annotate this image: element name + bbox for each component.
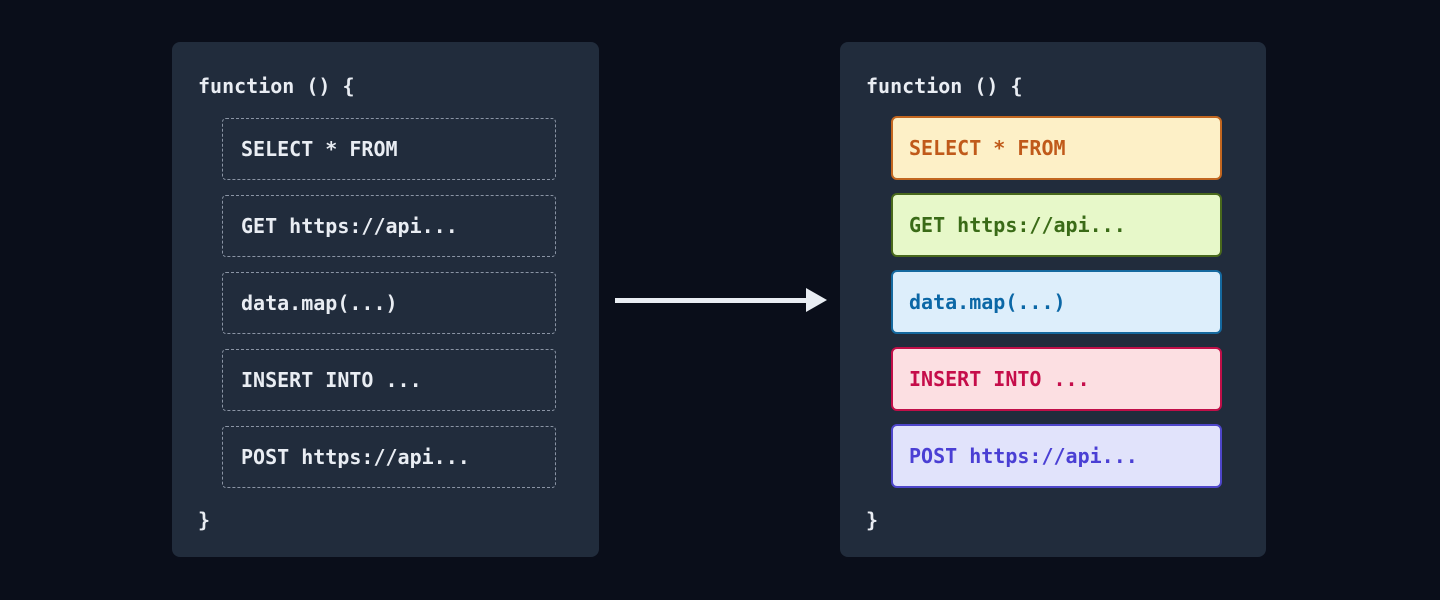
highlighted-code-panel: function () { SELECT * FROM GET https://…: [840, 42, 1266, 557]
function-header: function () {: [198, 74, 355, 98]
code-text: POST https://api...: [241, 445, 470, 469]
code-text: data.map(...): [241, 291, 398, 315]
plain-code-block-data-map: data.map(...): [222, 272, 556, 334]
code-text: SELECT * FROM: [241, 137, 398, 161]
plain-code-panel: function () { SELECT * FROM GET https://…: [172, 42, 599, 557]
plain-code-block-http-get: GET https://api...: [222, 195, 556, 257]
code-text: INSERT INTO ...: [241, 368, 422, 392]
code-text: SELECT * FROM: [909, 136, 1066, 160]
code-text: GET https://api...: [909, 213, 1126, 237]
highlighted-code-block-data-map: data.map(...): [891, 270, 1222, 334]
plain-code-block-http-post: POST https://api...: [222, 426, 556, 488]
highlighted-code-block-sql-select: SELECT * FROM: [891, 116, 1222, 180]
transform-arrow-line: [615, 298, 807, 303]
function-closing-brace: }: [198, 508, 211, 532]
code-text: POST https://api...: [909, 444, 1138, 468]
plain-code-block-sql-insert: INSERT INTO ...: [222, 349, 556, 411]
code-text: data.map(...): [909, 290, 1066, 314]
highlighted-code-block-http-get: GET https://api...: [891, 193, 1222, 257]
function-closing-brace: }: [866, 508, 879, 532]
function-header: function () {: [866, 74, 1023, 98]
transform-arrow-head-icon: [806, 288, 827, 312]
code-text: GET https://api...: [241, 214, 458, 238]
plain-code-block-sql-select: SELECT * FROM: [222, 118, 556, 180]
highlighted-code-block-sql-insert: INSERT INTO ...: [891, 347, 1222, 411]
highlighted-code-block-http-post: POST https://api...: [891, 424, 1222, 488]
code-text: INSERT INTO ...: [909, 367, 1090, 391]
